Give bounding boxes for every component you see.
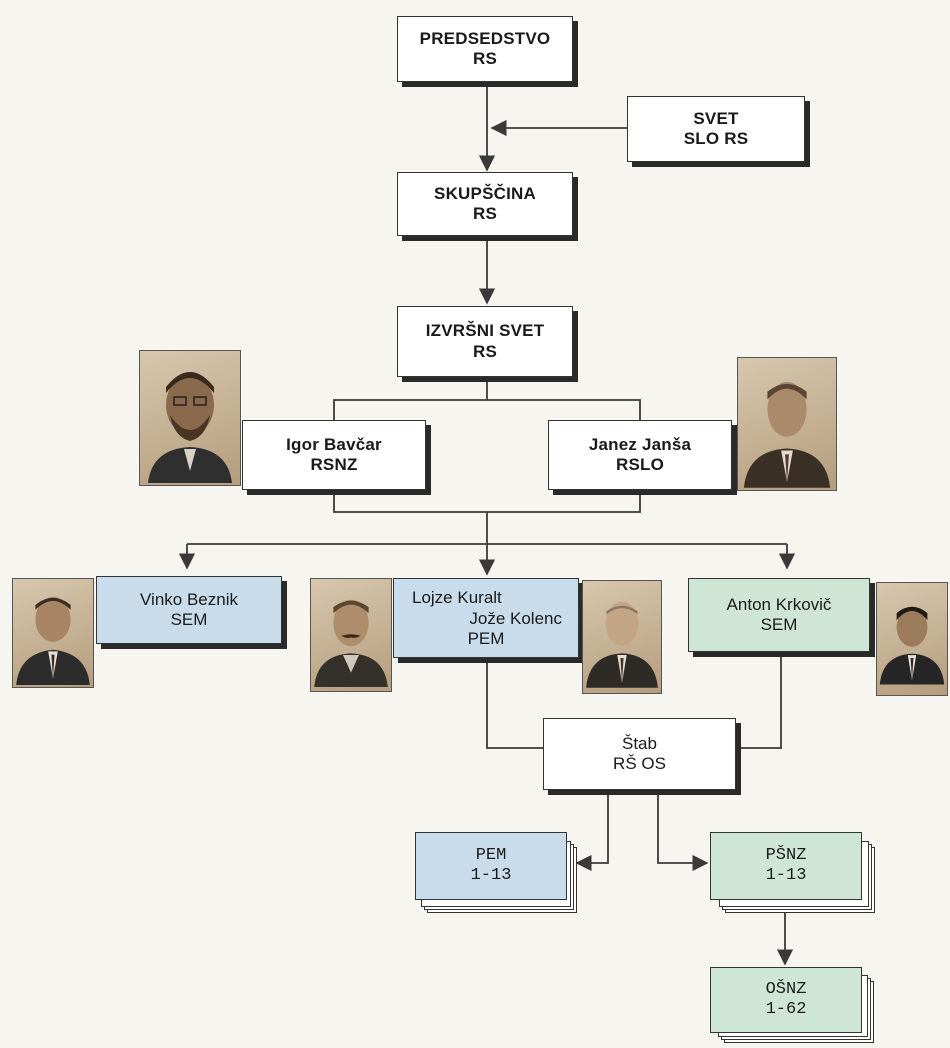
node-stab: Štab RŠ OS [543,718,736,790]
link-krkovic-stab [736,652,782,749]
node-beznik: Vinko Beznik SEM [96,576,282,644]
photo-krkovic [876,582,948,696]
node-jansa: Janez Janša RSLO [548,420,732,490]
node-kuralt: Lojze Kuralt Jože Kolenc PEM [393,578,579,658]
node-svet-slo-line1: SVET [693,108,739,128]
node-predsedstvo-line2: RS [472,49,498,68]
portrait-icon [743,381,831,488]
node-jansa-line1: Janez Janša [588,434,692,454]
portrait-icon [314,599,388,687]
node-osnz: OŠNZ 1-62 [710,967,862,1033]
node-izvrsni-svet-line2: RS [472,341,498,361]
node-kuralt-line1: Lojze Kuralt [412,588,502,608]
node-beznik-line2: SEM [170,610,208,629]
node-skupscina: SKUPŠČINA RS [397,172,573,236]
node-psnz-line2: 1-13 [765,866,807,885]
photo-jansa [737,357,837,491]
portrait-icon [879,606,945,685]
node-jansa-line2: RSLO [615,455,665,474]
node-kuralt-line3: PEM [467,629,505,649]
node-predsedstvo: PREDSEDSTVO RS [397,16,573,82]
node-svet-slo-line2: SLO RS [683,129,749,148]
link-kuralt-stab [486,658,543,749]
node-pem: PEM 1-13 [415,832,567,900]
bracket-ministers [333,399,641,420]
node-bavcar-line1: Igor Bavčar [286,434,382,454]
node-pem-line2: 1-13 [470,866,512,885]
node-izvrsni-svet-line1: IZVRŠNI SVET [425,321,545,341]
node-skupscina-line1: SKUPŠČINA [434,183,536,203]
portrait-icon [16,597,90,685]
node-izvrsni-svet: IZVRŠNI SVET RS [397,306,573,377]
node-beznik-line1: Vinko Beznik [140,589,238,609]
node-krkovic-line1: Anton Krkovič [726,594,832,614]
node-psnz-line1: PŠNZ [765,845,807,865]
photo-beznik [12,578,94,688]
photo-bavcar [139,350,241,486]
node-osnz-line2: 1-62 [765,1000,807,1019]
node-bavcar: Igor Bavčar RSNZ [242,420,426,490]
node-osnz-line1: OŠNZ [765,979,807,999]
arrow-stab-pem [575,790,609,872]
arrow-stab-psnz [657,790,709,872]
node-kuralt-line2: Jože Kolenc [469,608,562,628]
node-bavcar-line2: RSNZ [310,455,358,474]
node-krkovic-line2: SEM [760,615,798,634]
node-krkovic: Anton Krkovič SEM [688,578,870,652]
portrait-icon [148,372,232,483]
photo-kolenc [582,580,662,694]
node-skupscina-line2: RS [472,204,498,223]
portrait-icon [586,601,658,688]
node-psnz: PŠNZ 1-13 [710,832,862,900]
node-predsedstvo-line1: PREDSEDSTVO [419,28,551,48]
node-stab-line2: RŠ OS [613,754,666,773]
node-pem-line1: PEM [475,845,507,865]
node-stab-line1: Štab [622,733,657,753]
node-svet-slo: SVET SLO RS [627,96,805,162]
photo-kuralt [310,578,392,692]
